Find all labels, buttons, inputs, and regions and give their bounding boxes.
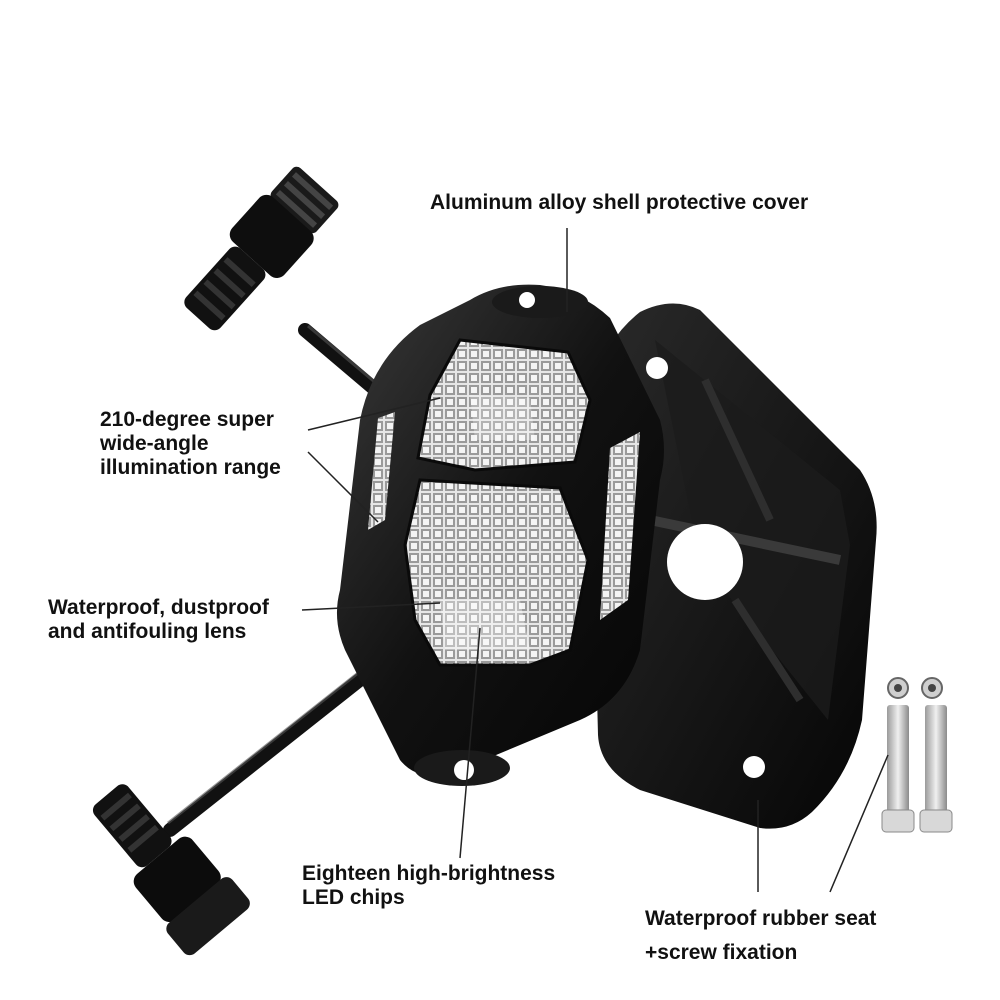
annotation-text: and antifouling lens [48,620,247,643]
annotation-lens: Waterproof, dustproof and antifouling le… [48,596,269,644]
annotation-text: Waterproof, dustproof [48,596,269,619]
annotation-illumination-range: 210-degree super wide-angle illumination… [100,408,281,480]
annotation-text: Eighteen high-brightness [302,862,556,885]
leader-lines [301,228,889,893]
rock-light-housing [336,284,664,786]
annotation-led-chips: Eighteen high-brightness LED chips [302,862,555,910]
upper-waterproof-connector [184,166,339,331]
annotation-text: Aluminum alloy shell protective cover [430,191,809,214]
annotation-text: Waterproof rubber seat [645,907,877,930]
annotation-text: wide-angle [100,432,209,455]
annotation-text: LED chips [302,886,405,909]
annotation-aluminum-shell: Aluminum alloy shell protective cover [430,191,808,215]
mounting-screws [881,677,953,833]
lower-waterproof-connector [92,784,250,956]
annotation-rubber-seat: Waterproof rubber seat +screw fixation [645,902,876,970]
annotation-text: illumination range [100,456,281,479]
annotation-text: +screw fixation [645,941,798,964]
annotation-text: 210-degree super [100,408,274,431]
